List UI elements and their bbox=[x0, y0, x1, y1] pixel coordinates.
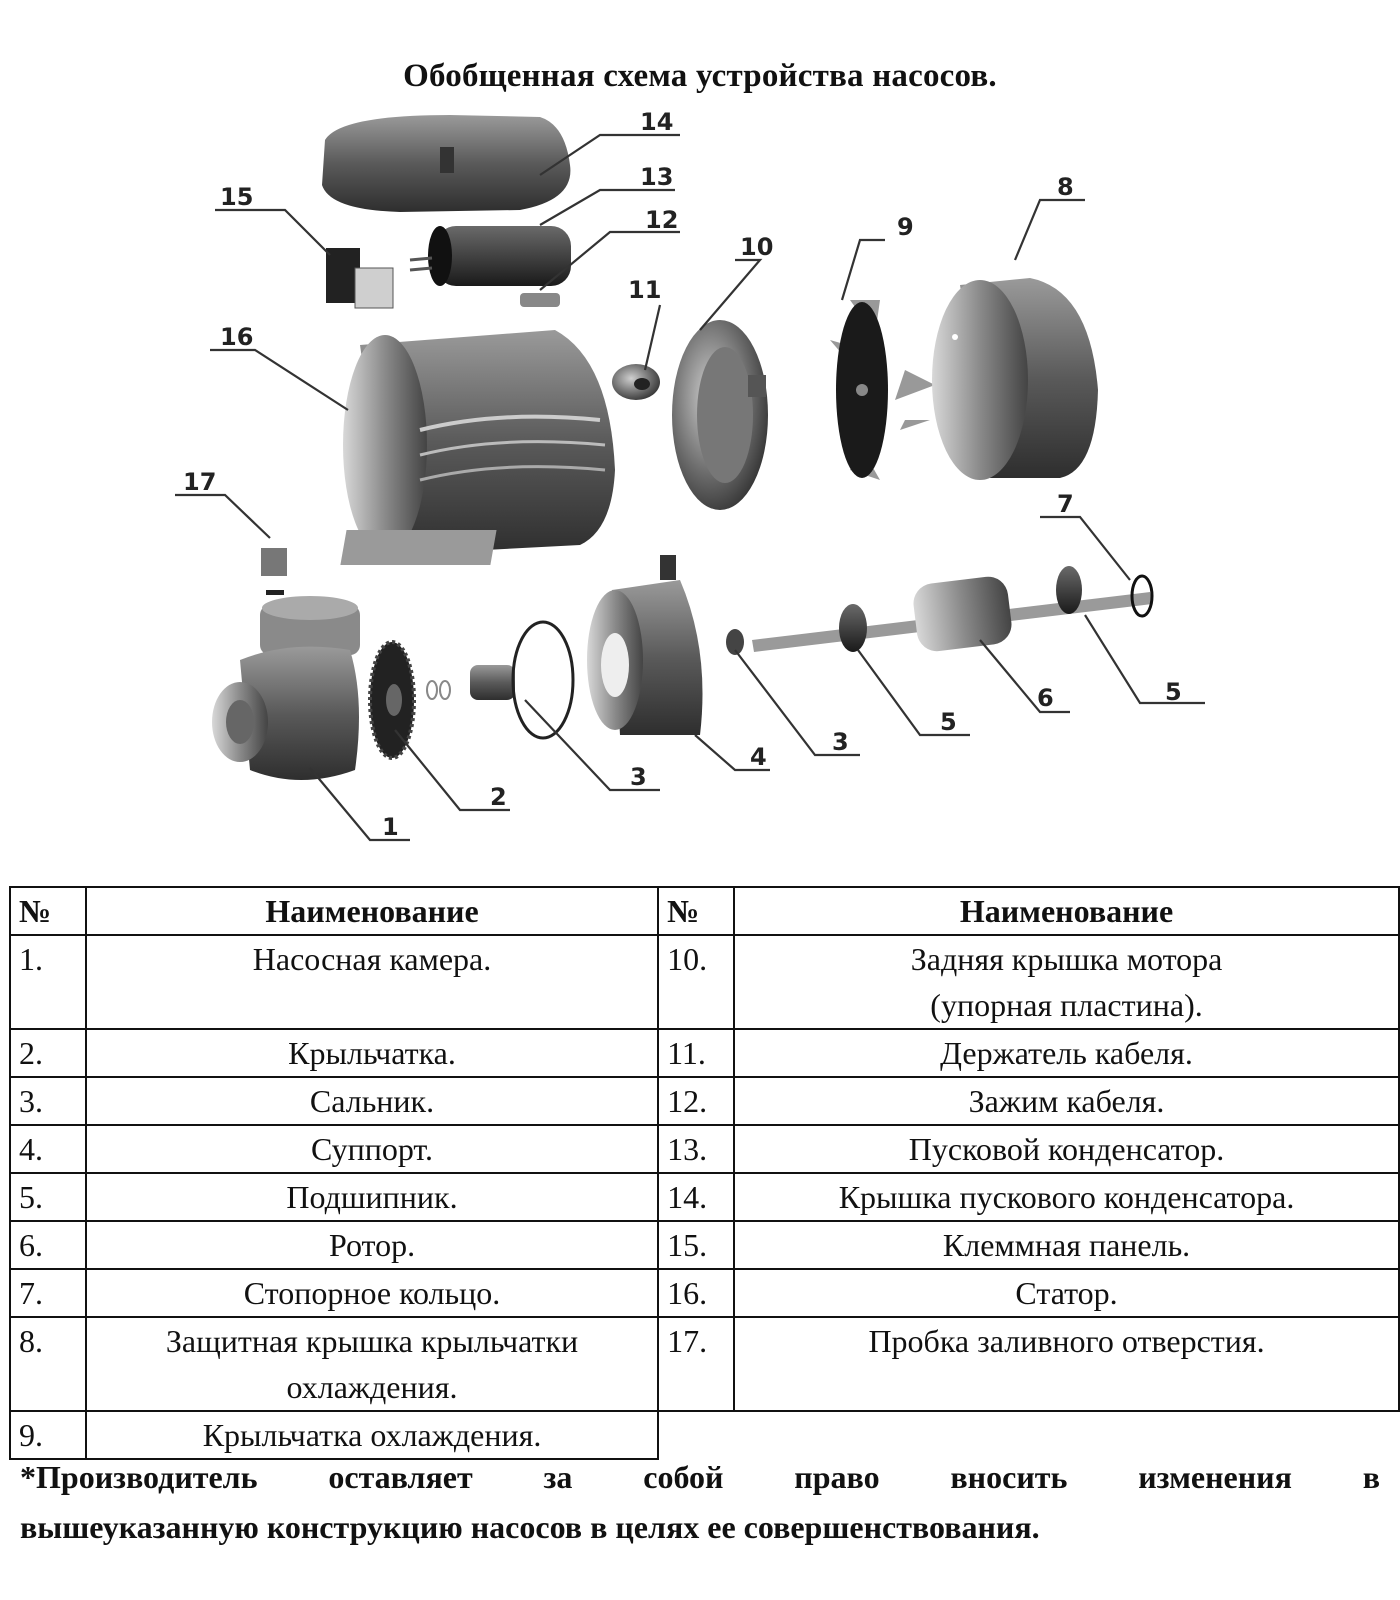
row-name: Крыльчатка охлаждения. bbox=[84, 1410, 660, 1460]
callout-17: 17 bbox=[183, 468, 216, 496]
row-name: Статор. bbox=[733, 1268, 1400, 1318]
row-num: 7. bbox=[9, 1268, 87, 1318]
row-num: 17. bbox=[657, 1316, 736, 1412]
row-name-line: Задняя крышка мотора bbox=[910, 941, 1223, 977]
callout-5b: 5 bbox=[1165, 678, 1182, 706]
footnote-line-1: *Производитель оставляет за собой право … bbox=[20, 1459, 1380, 1495]
table-row: 1. Насосная камера. 10. Задняя крышка мо… bbox=[9, 934, 1400, 1030]
callout-9: 9 bbox=[897, 213, 914, 241]
row-num: 1. bbox=[9, 934, 87, 1030]
callout-14: 14 bbox=[640, 110, 673, 136]
row-name: Защитная крышка крыльчатки охлаждения. bbox=[84, 1316, 660, 1412]
rotor-part bbox=[752, 566, 1154, 652]
row-num: 12. bbox=[657, 1076, 736, 1126]
row-name: Ротор. bbox=[84, 1220, 660, 1270]
capacitor-part bbox=[409, 226, 571, 286]
header-name-right: Наименование bbox=[733, 886, 1400, 936]
row-name: Пусковой конденсатор. bbox=[733, 1124, 1400, 1174]
callout-16: 16 bbox=[220, 323, 253, 351]
terminal-panel-part bbox=[326, 248, 394, 309]
row-name: Крышка пускового конденсатора. bbox=[733, 1172, 1400, 1222]
empty-cell bbox=[658, 1410, 1399, 1459]
table-row: 9. Крыльчатка охлаждения. bbox=[9, 1410, 1399, 1460]
row-num: 13. bbox=[657, 1124, 736, 1174]
row-num: 8. bbox=[9, 1316, 87, 1412]
footnote-line-2: вышеуказанную конструкцию насосов в целя… bbox=[20, 1509, 1040, 1545]
callout-2: 2 bbox=[490, 783, 507, 811]
footnote: *Производитель оставляет за собой право … bbox=[20, 1452, 1380, 1552]
seal-ring-part bbox=[726, 629, 744, 655]
row-num: 2. bbox=[9, 1028, 87, 1078]
row-num: 6. bbox=[9, 1220, 87, 1270]
row-name: Крыльчатка. bbox=[84, 1028, 660, 1078]
row-num: 15. bbox=[657, 1220, 736, 1270]
table-row: 6. Ротор. 15. Клеммная панель. bbox=[9, 1220, 1400, 1270]
row-num: 10. bbox=[657, 934, 736, 1030]
table-row: 5. Подшипник. 14. Крышка пускового конде… bbox=[9, 1172, 1400, 1222]
row-name: Держатель кабеля. bbox=[733, 1028, 1400, 1078]
table-row: 2. Крыльчатка. 11. Держатель кабеля. bbox=[9, 1028, 1400, 1078]
row-name: Задняя крышка мотора (упорная пластина). bbox=[733, 934, 1400, 1030]
parts-table: № Наименование № Наименование 1. Насосна… bbox=[9, 886, 1400, 1460]
table-row: 8. Защитная крышка крыльчатки охлаждения.… bbox=[9, 1316, 1400, 1412]
header-name-left: Наименование bbox=[84, 886, 660, 936]
cable-holder-part bbox=[612, 364, 660, 400]
header-num-right: № bbox=[657, 886, 736, 936]
table-row: 3. Сальник. 12. Зажим кабеля. bbox=[9, 1076, 1400, 1126]
cable-clamp-part bbox=[520, 293, 560, 307]
page-title: Обобщенная схема устройства насосов. bbox=[403, 58, 997, 94]
row-num: 11. bbox=[657, 1028, 736, 1078]
callout-11: 11 bbox=[628, 276, 661, 304]
callout-10: 10 bbox=[740, 233, 773, 261]
support-part bbox=[587, 555, 703, 735]
fan-cover-part bbox=[932, 278, 1098, 480]
row-name: Зажим кабеля. bbox=[733, 1076, 1400, 1126]
header-num-left: № bbox=[9, 886, 87, 936]
impeller-part bbox=[368, 640, 451, 760]
row-num: 5. bbox=[9, 1172, 87, 1222]
row-name-line: Защитная крышка крыльчатки bbox=[165, 1323, 579, 1359]
rear-motor-cover-part bbox=[672, 320, 768, 510]
exploded-pump-diagram: 14 13 12 15 11 10 9 8 16 17 7 1 2 3 4 3 … bbox=[175, 110, 1205, 842]
seal-part bbox=[470, 620, 575, 740]
callout-6: 6 bbox=[1037, 684, 1054, 712]
table-row: 4. Суппорт. 13. Пусковой конденсатор. bbox=[9, 1124, 1400, 1174]
row-name: Клеммная панель. bbox=[733, 1220, 1400, 1270]
callout-7: 7 bbox=[1057, 490, 1074, 518]
callout-12: 12 bbox=[645, 206, 678, 234]
callout-4: 4 bbox=[750, 743, 767, 771]
leader-lines bbox=[175, 133, 1205, 842]
row-num: 16. bbox=[657, 1268, 736, 1318]
table-header-row: № Наименование № Наименование bbox=[9, 886, 1400, 936]
callout-3b: 3 bbox=[832, 728, 849, 756]
pump-chamber-part bbox=[212, 596, 360, 780]
row-name: Стопорное кольцо. bbox=[84, 1268, 660, 1318]
row-num: 9. bbox=[9, 1410, 87, 1460]
stator-part bbox=[340, 330, 615, 565]
cooling-fan-part bbox=[830, 300, 935, 480]
row-num: 3. bbox=[9, 1076, 87, 1126]
row-name: Подшипник. bbox=[84, 1172, 660, 1222]
row-name: Суппорт. bbox=[84, 1124, 660, 1174]
callout-5a: 5 bbox=[940, 708, 957, 736]
table-row: 7. Стопорное кольцо. 16. Статор. bbox=[9, 1268, 1400, 1318]
callout-15: 15 bbox=[220, 183, 253, 211]
row-name: Насосная камера. bbox=[84, 934, 660, 1030]
capacitor-cover-part bbox=[322, 115, 571, 212]
callout-1: 1 bbox=[382, 813, 399, 841]
row-num: 4. bbox=[9, 1124, 87, 1174]
callout-8: 8 bbox=[1057, 173, 1074, 201]
callout-3a: 3 bbox=[630, 763, 647, 791]
row-name-line: охлаждения. bbox=[286, 1369, 458, 1405]
row-num: 14. bbox=[657, 1172, 736, 1222]
callout-13: 13 bbox=[640, 163, 673, 191]
row-name: Сальник. bbox=[84, 1076, 660, 1126]
callout-labels: 14 13 12 15 11 10 9 8 16 17 7 1 2 3 4 3 … bbox=[183, 110, 1182, 841]
row-name-line: (упорная пластина). bbox=[930, 987, 1203, 1023]
fill-plug-part bbox=[261, 548, 287, 595]
row-name: Пробка заливного отверстия. bbox=[733, 1316, 1400, 1412]
